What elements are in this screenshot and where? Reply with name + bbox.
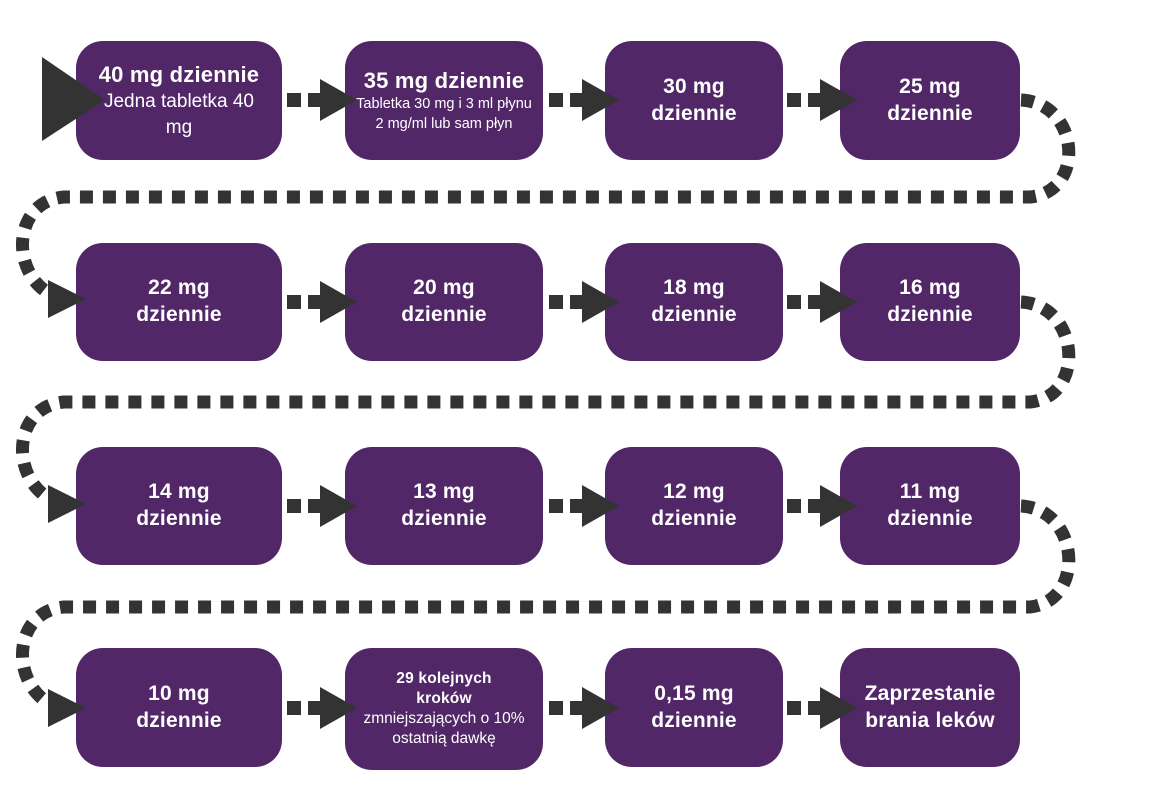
step-box: 20 mg dziennie [345, 243, 543, 361]
step-box: 13 mg dziennie [345, 447, 543, 565]
connector-dot [308, 295, 322, 309]
step-title: 10 mg dziennie [136, 681, 222, 732]
step-title: 25 mg dziennie [887, 74, 973, 125]
connector-dot [549, 295, 563, 309]
connector-dot [308, 499, 322, 513]
step-box: 29 kolejnych kroków zmniejszających o 10… [345, 648, 543, 770]
step-box: 25 mg dziennie [840, 41, 1020, 160]
connector-dot [787, 93, 801, 107]
step-box: Zaprzestanie brania leków [840, 648, 1020, 767]
step-box: 10 mg dziennie [76, 648, 282, 767]
step-box: 14 mg dziennie [76, 447, 282, 565]
step-subtitle: zmniejszających o 10% ostatnią dawkę [363, 709, 525, 747]
connector-dot [287, 93, 301, 107]
step-title: 20 mg dziennie [401, 276, 487, 326]
connector-dot [808, 295, 822, 309]
step-title: 0,15 mg dziennie [651, 681, 737, 732]
step-box: 35 mg dziennie Tabletka 30 mg i 3 ml pły… [345, 41, 543, 160]
connector-dot [287, 499, 301, 513]
step-title: 18 mg dziennie [651, 276, 737, 326]
step-title: 11 mg dziennie [887, 480, 973, 530]
connector-dot [808, 701, 822, 715]
connector-dot [549, 701, 563, 715]
connector-dot [808, 499, 822, 513]
step-box: 30 mg dziennie [605, 41, 783, 160]
step-box: 16 mg dziennie [840, 243, 1020, 361]
connector-dot [787, 499, 801, 513]
connector-dot [308, 93, 322, 107]
connector-dot [808, 93, 822, 107]
step-title: 12 mg dziennie [651, 480, 737, 530]
step-box: 40 mg dziennie Jedna tabletka 40 mg [76, 41, 282, 160]
step-box: 0,15 mg dziennie [605, 648, 783, 767]
step-title: Zaprzestanie brania leków [864, 681, 996, 732]
connector-dot [787, 701, 801, 715]
step-box: 11 mg dziennie [840, 447, 1020, 565]
step-box: 22 mg dziennie [76, 243, 282, 361]
step-title: 13 mg dziennie [401, 480, 487, 530]
step-box: 18 mg dziennie [605, 243, 783, 361]
connector-dot [308, 701, 322, 715]
connector-dot [287, 295, 301, 309]
connector-dot [570, 499, 584, 513]
connector-dot [549, 93, 563, 107]
connector-dot [570, 93, 584, 107]
step-box: 12 mg dziennie [605, 447, 783, 565]
step-title: 29 kolejnych kroków [396, 670, 492, 707]
step-title: 22 mg dziennie [136, 276, 222, 326]
step-title: 14 mg dziennie [136, 480, 222, 530]
step-title: 16 mg dziennie [887, 276, 973, 326]
connector-dot [287, 701, 301, 715]
connector-dot [570, 295, 584, 309]
step-title: 30 mg dziennie [651, 74, 737, 125]
step-subtitle: Jedna tabletka 40 mg [103, 90, 254, 138]
connector-dot [787, 295, 801, 309]
step-title: 40 mg dziennie [98, 61, 260, 87]
connector-dot [549, 499, 563, 513]
step-subtitle: Tabletka 30 mg i 3 ml płynu 2 mg/ml lub … [356, 96, 532, 132]
step-title: 35 mg dziennie [363, 68, 525, 94]
connector-dot [570, 701, 584, 715]
